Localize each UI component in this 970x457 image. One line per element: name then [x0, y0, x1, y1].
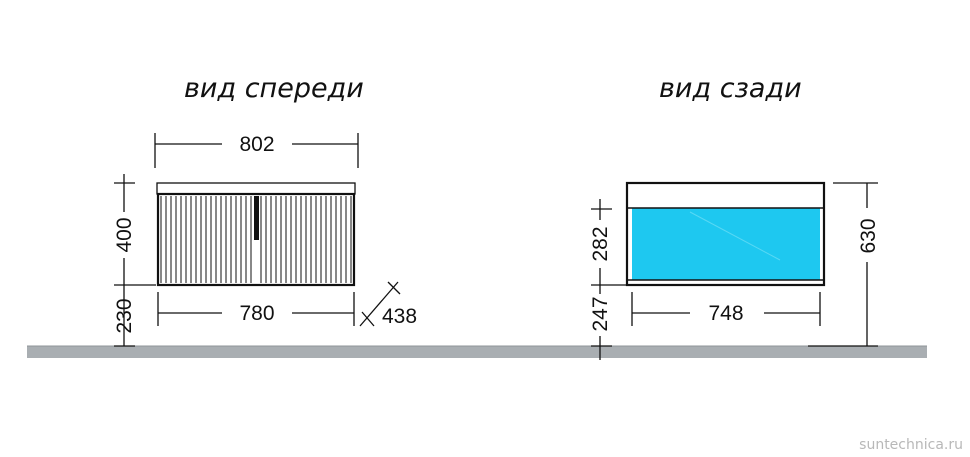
front-view-title: вид спереди — [184, 73, 364, 104]
front-view: вид спереди 802 400 230 — [113, 73, 417, 347]
rear-floor-gap-label: 247 — [589, 296, 612, 331]
door-handle — [254, 196, 259, 240]
rear-total-height-dimension: 630 — [808, 182, 880, 347]
rear-floor-gap-dimension: 247 — [589, 296, 612, 360]
countertop — [156, 182, 356, 195]
rear-cabinet-body — [625, 181, 826, 287]
front-width-top-dimension: 802 — [154, 133, 359, 168]
rear-total-height-label: 630 — [857, 218, 880, 253]
front-floor-gap-dimension: 230 — [113, 298, 136, 347]
front-depth-label: 438 — [382, 305, 417, 328]
cabinet-front — [156, 192, 356, 287]
rear-view: вид сзади 282 247 748 — [589, 73, 880, 360]
front-depth-dimension: 438 — [359, 281, 417, 328]
rear-opening-reflection — [689, 211, 781, 261]
rear-opening — [632, 208, 820, 280]
rear-width-dimension: 748 — [631, 292, 821, 326]
front-width-top-label: 802 — [239, 133, 274, 156]
front-height-dimension: 400 — [113, 174, 156, 346]
rear-opening-height-label: 282 — [589, 226, 612, 261]
floor-line — [27, 346, 927, 358]
front-width-body-label: 780 — [239, 302, 274, 325]
rear-view-title: вид сзади — [659, 73, 802, 104]
watermark: suntechnica.ru — [859, 437, 963, 453]
rear-width-label: 748 — [708, 302, 743, 325]
front-height-label: 400 — [113, 217, 136, 252]
rear-opening-height-dimension: 282 — [589, 199, 626, 294]
front-floor-gap-label: 230 — [113, 298, 136, 333]
fluted-panel — [160, 196, 352, 283]
front-width-body-dimension: 780 — [157, 292, 355, 326]
